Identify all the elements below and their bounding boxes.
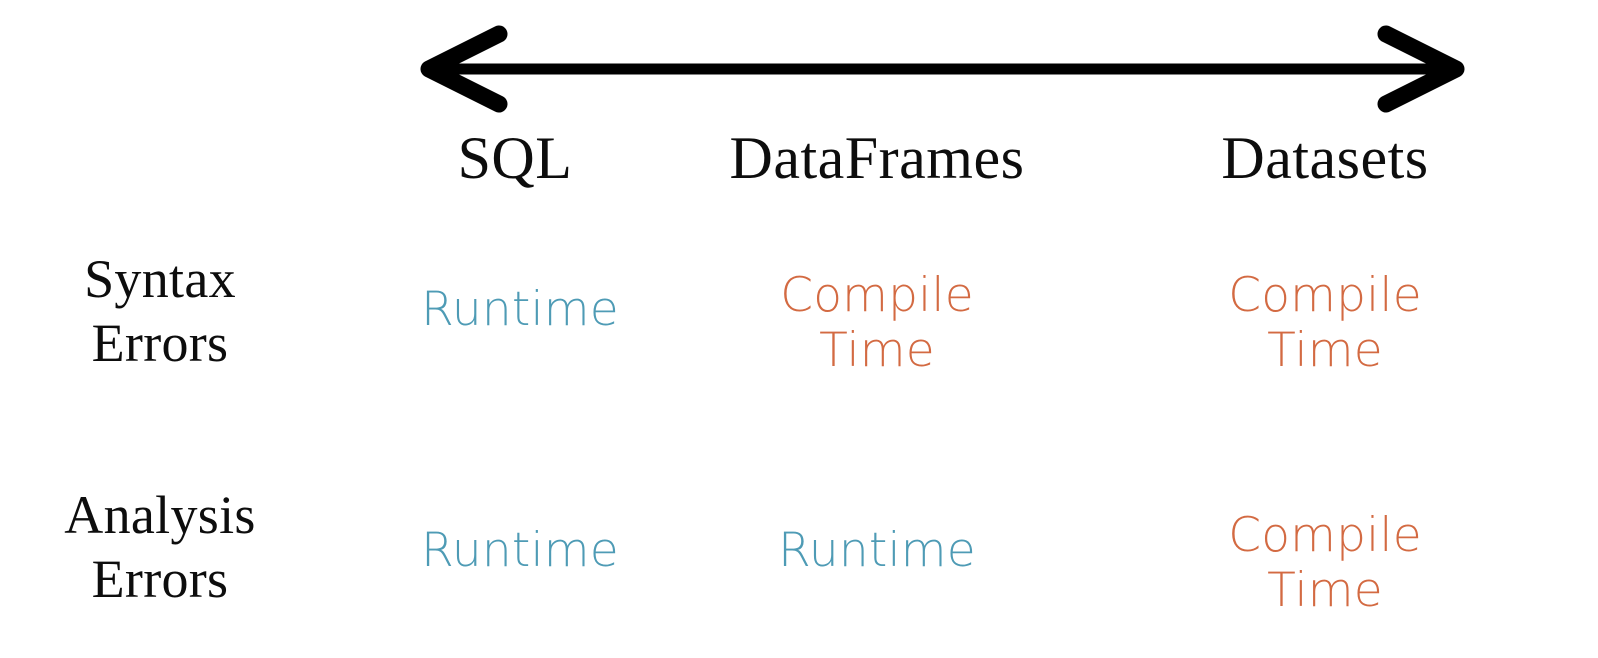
row-label-analysis-errors: Analysis Errors [10, 484, 310, 611]
cell-syntax-errors-sql: Runtime [421, 282, 619, 337]
cell-syntax-errors-dataframes: Compile Time [780, 268, 974, 379]
column-header-sql: SQL [457, 125, 573, 191]
arrow-head-left-icon [420, 25, 508, 113]
row-label-syntax-errors-line2: Errors [91, 312, 229, 373]
cell-syntax-errors-datasets: Compile Time [1228, 268, 1422, 379]
cell-analysis-errors-dataframes: Runtime [778, 523, 976, 578]
row-label-syntax-errors-line1: Syntax [84, 249, 236, 309]
cell-analysis-errors-datasets: Compile Time [1228, 508, 1422, 619]
row-label-syntax-errors: Syntax Errors [10, 248, 310, 375]
row-label-analysis-errors-line1: Analysis [64, 485, 256, 545]
arrow-head-right-icon [1377, 25, 1465, 113]
double-headed-arrow [415, 22, 1470, 117]
row-label-analysis-errors-line2: Errors [91, 548, 229, 609]
column-header-dataframes: DataFrames [729, 125, 1025, 191]
column-header-datasets: Datasets [1221, 125, 1429, 191]
cell-analysis-errors-sql: Runtime [421, 523, 619, 578]
